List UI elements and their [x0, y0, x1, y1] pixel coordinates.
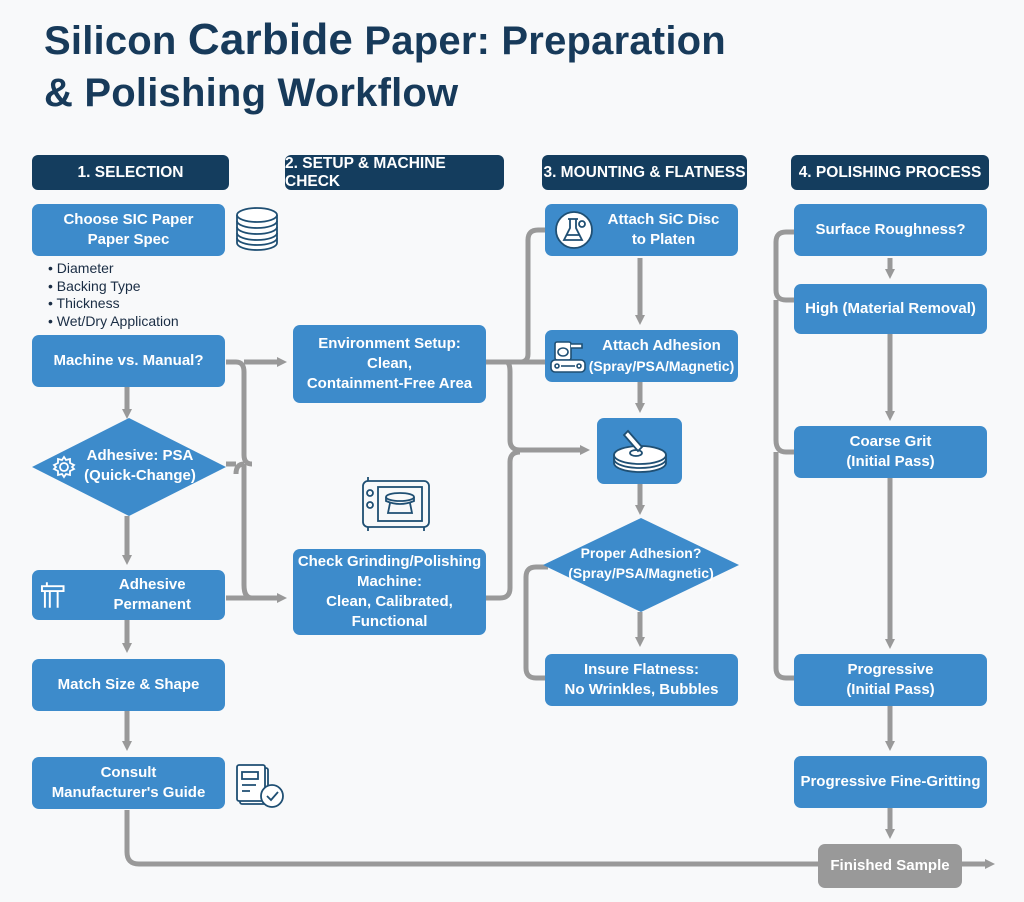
platen-disc-icon	[612, 429, 667, 473]
adhesive-psa-decision	[32, 418, 226, 516]
environment-setup-step: Environment Setup:Clean,Containment-Free…	[293, 325, 486, 403]
coarse-grit-step: Coarse Grit(Initial Pass)	[794, 426, 987, 478]
brace-selection	[226, 359, 253, 601]
wire-consult-to-finished	[124, 810, 818, 867]
insure-flatness-step: Insure Flatness:No Wrinkles, Bubbles	[545, 654, 738, 706]
machine-vs-manual-decision: Machine vs. Manual?	[32, 335, 225, 387]
page-title: Silicon Carbide Paper: Preparation & Pol…	[44, 15, 726, 115]
document-check-icon	[236, 764, 284, 808]
column-header-mounting: 3. MOUNTING & FLATNESS	[542, 155, 747, 190]
proper-adhesion-label: Proper Adhesion?(Spray/PSA/Magnetic)	[568, 545, 714, 581]
spec-item: Backing Type	[48, 278, 179, 296]
wire-check-to-disc	[486, 449, 521, 601]
column-header-setup: 2. SETUP & MACHINE CHECK	[285, 155, 504, 190]
spec-item: Wet/Dry Application	[48, 313, 179, 331]
wire-env-to-disc	[486, 227, 546, 365]
adhesive-permanent-step: Adhesive Permanent	[32, 570, 225, 620]
column-header-selection: 1. SELECTION	[32, 155, 229, 190]
flask-icon	[555, 211, 593, 249]
brace-polishing	[773, 229, 794, 681]
proper-adhesion-decision	[543, 518, 739, 612]
progressive-fine-gritting-step: Progressive Fine-Gritting	[794, 756, 987, 808]
gear-icon	[52, 455, 76, 479]
platen-step	[597, 418, 682, 484]
spec-item: Thickness	[48, 295, 179, 313]
progressive-step: Progressive(Initial Pass)	[794, 654, 987, 706]
surface-roughness-decision: Surface Roughness?	[794, 204, 987, 256]
attach-adhesion-step: Attach Adhesion(Spray/PSA/Magnetic)	[545, 330, 738, 382]
paper-spec-list: Diameter Backing Type Thickness Wet/Dry …	[48, 260, 179, 330]
adhesive-psa-label: Adhesive: PSA(Quick-Change)	[84, 447, 196, 484]
column-header-polishing: 4. POLISHING PROCESS	[791, 155, 989, 190]
match-size-shape-step: Match Size & Shape	[32, 659, 225, 711]
polishing-machine-icon	[362, 477, 430, 531]
clamp-icon	[40, 582, 65, 608]
paper-stack-icon	[236, 207, 278, 251]
high-material-removal-step: High (Material Removal)	[794, 284, 987, 334]
finished-sample-step: Finished Sample	[818, 844, 962, 888]
adhesion-machine-icon	[550, 341, 586, 373]
wire-proper-to-flatness	[523, 564, 548, 681]
spec-item: Diameter	[48, 260, 179, 278]
